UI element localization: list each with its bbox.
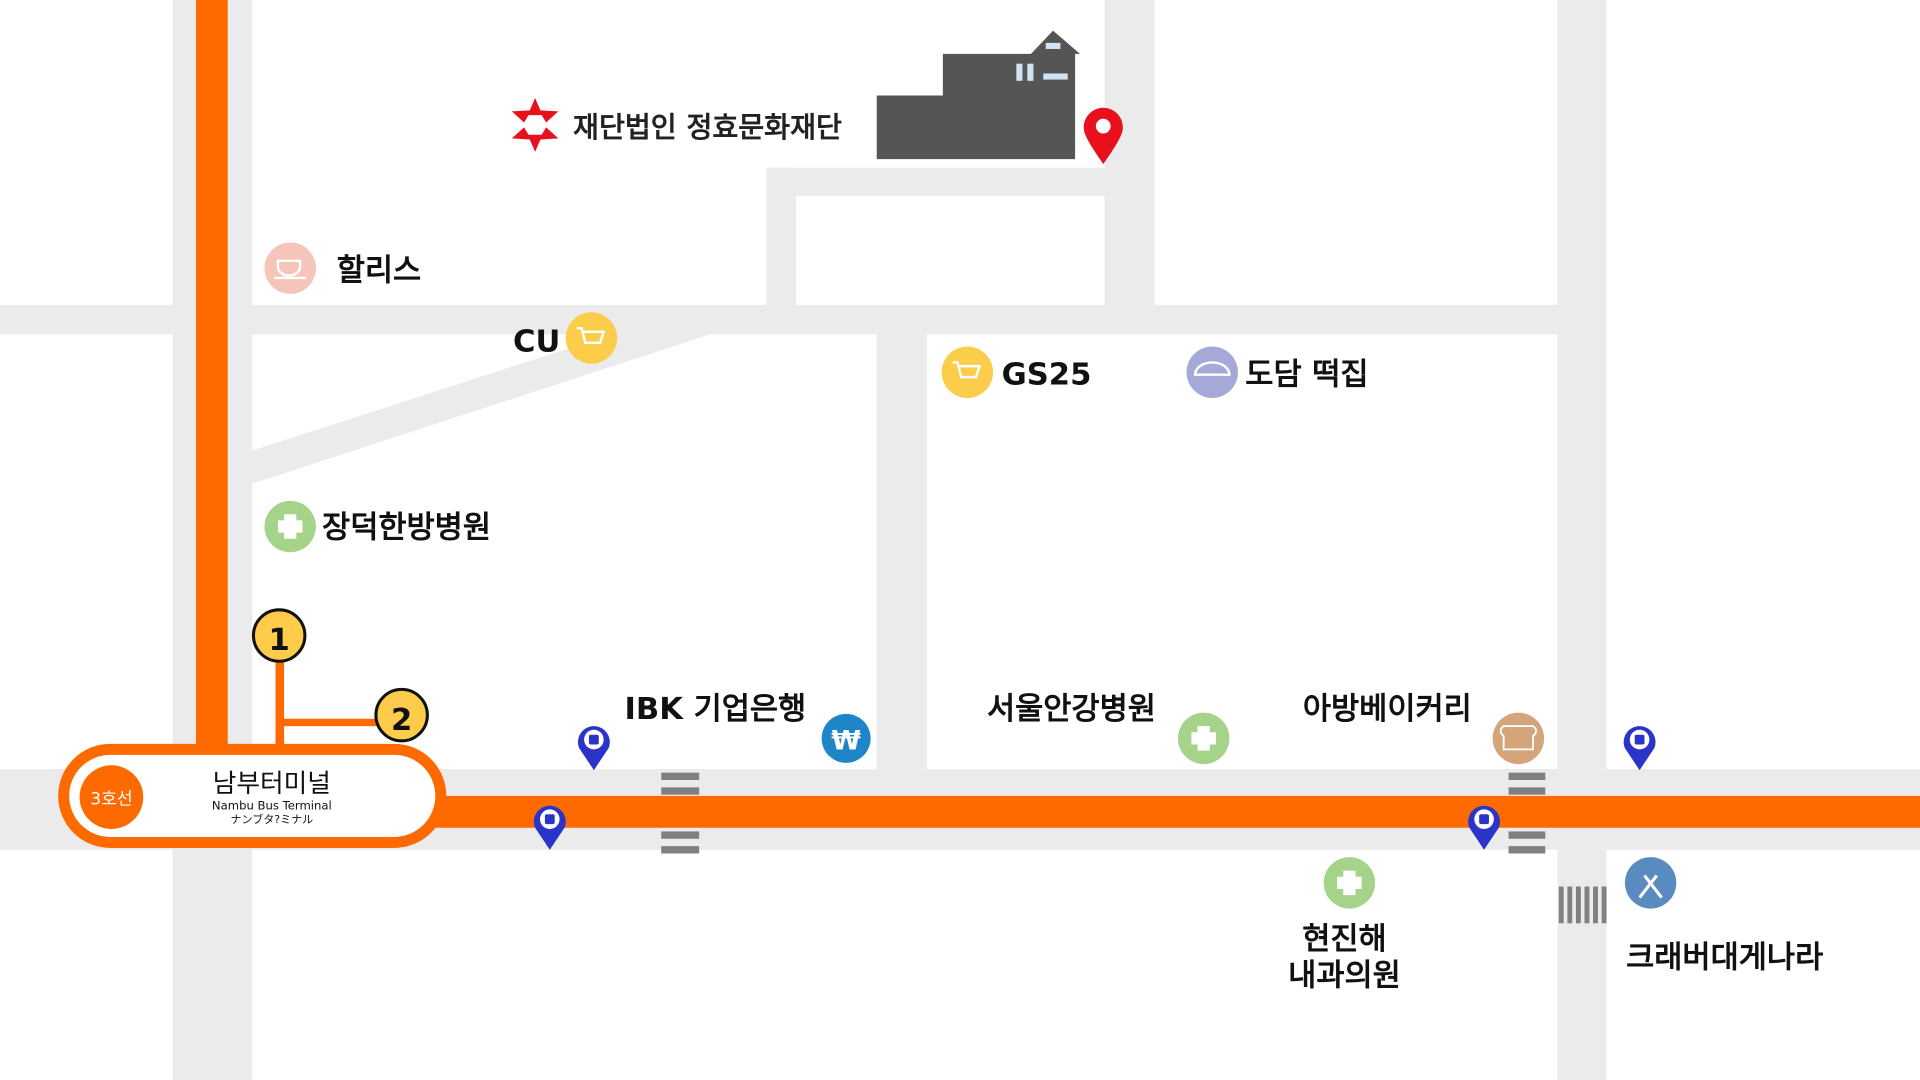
exit-1-label: 1 xyxy=(269,623,290,658)
svg-text:₩: ₩ xyxy=(831,725,861,756)
shopping-cart-icon xyxy=(565,312,618,364)
poi-gs25[interactable]: GS25 xyxy=(941,346,1092,398)
station-pill xyxy=(58,743,447,848)
line-badge xyxy=(79,765,144,829)
star-logo-icon xyxy=(511,97,559,152)
poi-label: 서울안강병원 xyxy=(987,692,1156,727)
poi-label: 장덕한방병원 xyxy=(322,511,491,546)
poi-label: 도담 떡집 xyxy=(1245,357,1368,392)
building-icon xyxy=(876,30,1080,160)
bus-stop-icon[interactable] xyxy=(577,726,610,771)
poi-label: IBK 기업은행 xyxy=(624,692,806,727)
bus-stop-icon[interactable] xyxy=(1623,726,1656,771)
poi-angang[interactable]: 서울안강병원 xyxy=(987,692,1230,765)
bread-icon xyxy=(1492,712,1545,765)
road-vertical-north xyxy=(1104,0,1155,319)
poi-hyunjin[interactable]: 현진해 내과의원 xyxy=(1288,857,1401,994)
poi-cu[interactable]: CU xyxy=(513,312,618,364)
won-icon xyxy=(821,713,871,763)
foundation-logo: 재단법인 정효문화재단 xyxy=(511,97,842,152)
poi-label: 현진해 xyxy=(1302,922,1386,957)
bus-stop-icon[interactable] xyxy=(533,805,566,850)
line-label: 3호선 xyxy=(90,789,132,809)
poi-label: 할리스 xyxy=(337,253,421,288)
poi-label: CU xyxy=(513,324,560,359)
road-vertical-east xyxy=(1557,0,1607,1080)
road-vertical-mid xyxy=(876,324,927,778)
exit-2[interactable]: 2 xyxy=(374,687,429,743)
poi-jangdeok[interactable]: 장덕한방병원 xyxy=(264,500,491,553)
road-diagonal-body xyxy=(252,334,711,484)
station-name-ko: 남부터미널 xyxy=(213,769,331,799)
foundation-building[interactable] xyxy=(876,30,1080,160)
poi-dodam[interactable]: 도담 떡집 xyxy=(1186,346,1369,398)
coffee-cup-icon xyxy=(264,242,316,294)
station-nambu[interactable]: 3호선 남부터미널 Nambu Bus Terminal ナンブタ?ミナル xyxy=(58,743,447,848)
station-name-en: Nambu Bus Terminal xyxy=(212,798,332,812)
exit-1[interactable]: 1 xyxy=(251,608,307,663)
foundation-name: 재단법인 정효문화재단 xyxy=(573,111,842,144)
poi-ibk[interactable]: IBK 기업은행 ₩ xyxy=(624,692,871,763)
poi-hollys[interactable]: 할리스 xyxy=(264,242,421,294)
poi-label: 아방베이커리 xyxy=(1303,692,1472,727)
crosswalk-south xyxy=(1558,886,1607,924)
bus-stop-icon[interactable] xyxy=(1468,805,1500,850)
rice-cake-icon xyxy=(1186,346,1238,398)
poi-crab[interactable]: 크래버대게나라 xyxy=(1624,857,1823,975)
poi-abang[interactable]: 아방베이커리 xyxy=(1303,692,1545,765)
road-lane-top xyxy=(766,167,1122,196)
exit-2-label: 2 xyxy=(391,703,412,738)
station-name-ja: ナンブタ?ミナル xyxy=(231,812,314,826)
destination-pin-icon[interactable] xyxy=(1083,107,1123,165)
poi-label: 내과의원 xyxy=(1288,959,1401,994)
subway-line-horizontal xyxy=(434,795,1920,828)
poi-label: GS25 xyxy=(1002,357,1092,392)
poi-label: 크래버대게나라 xyxy=(1626,940,1823,975)
shopping-cart-icon xyxy=(941,346,994,398)
exit-path xyxy=(275,658,285,747)
exit-path-2 xyxy=(279,718,378,727)
subway-line-vertical xyxy=(195,0,228,760)
